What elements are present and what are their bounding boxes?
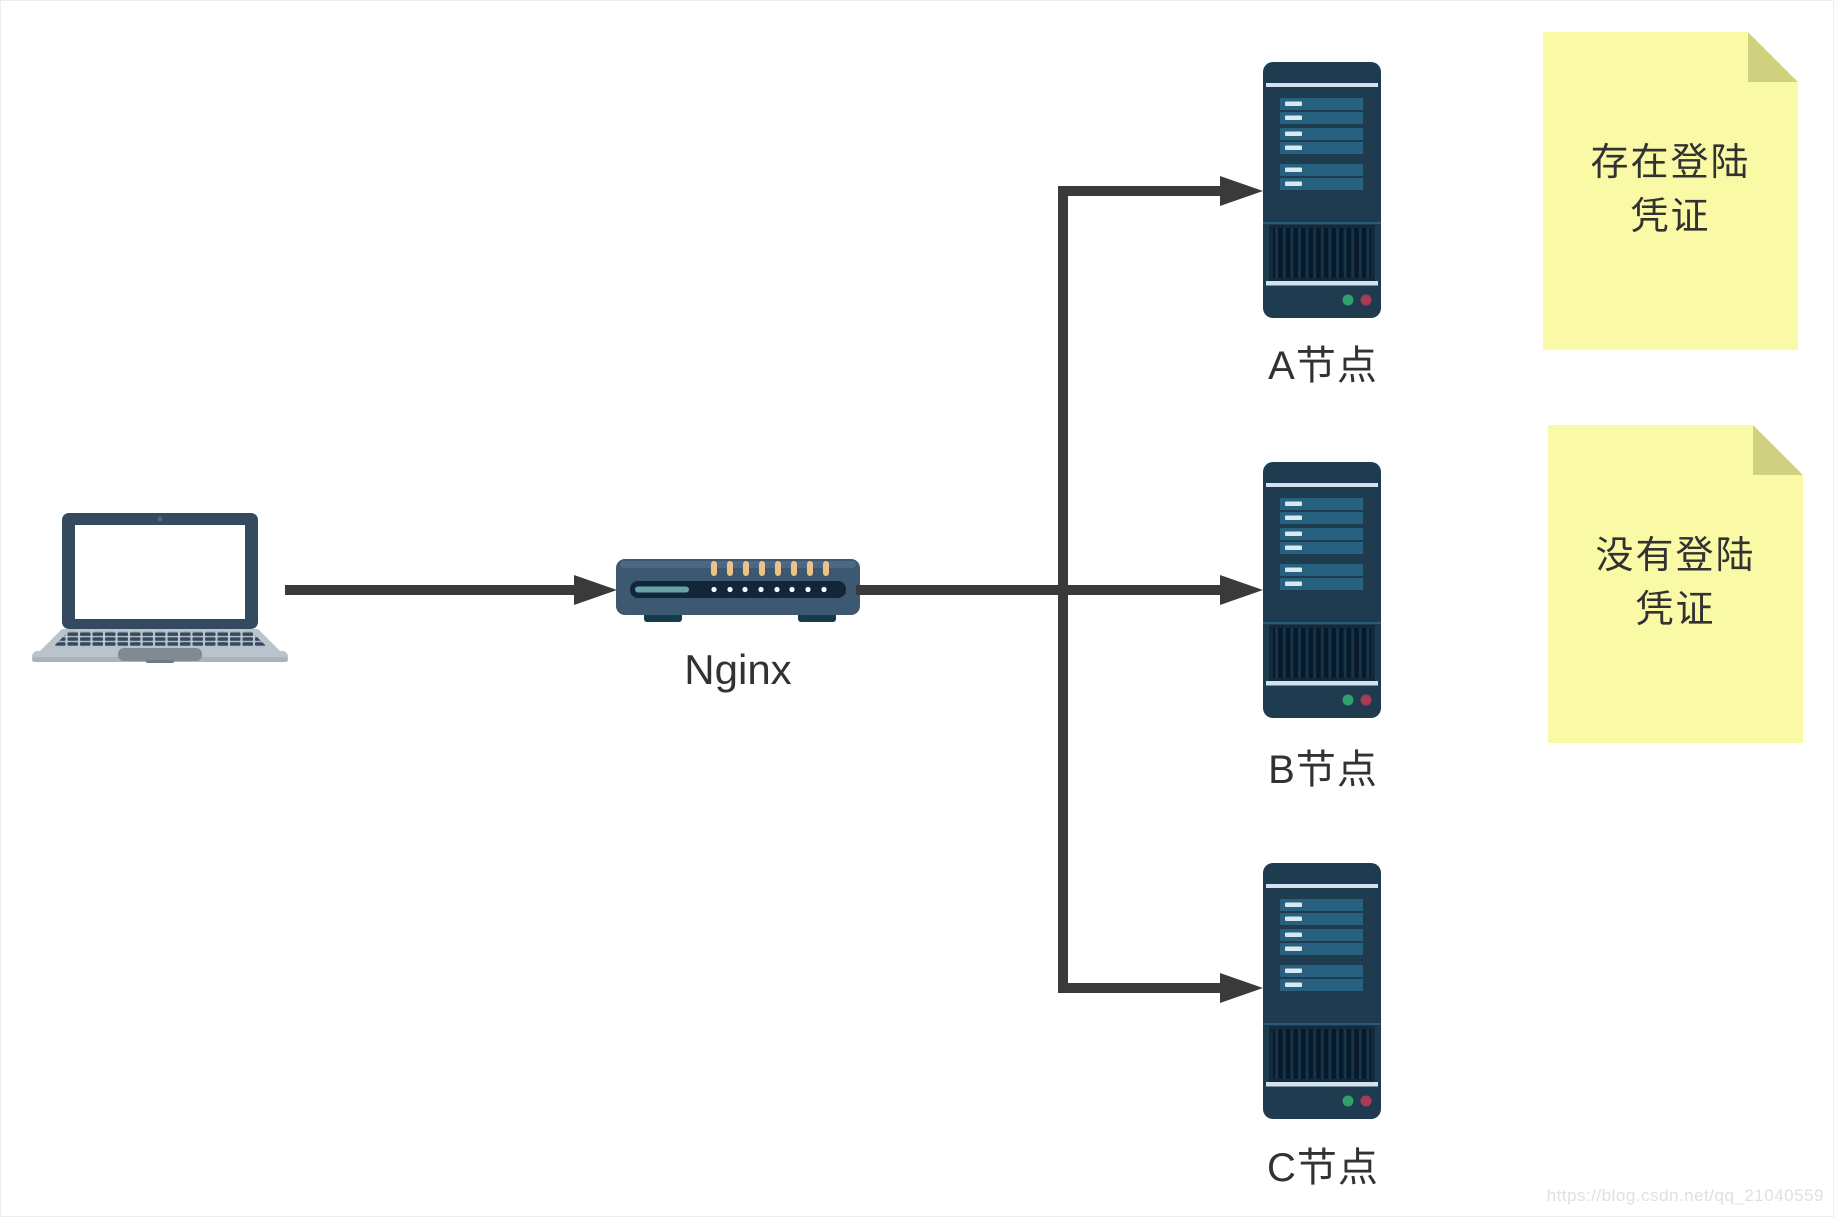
note-line-1: 没有登陆 (1595, 535, 1756, 578)
sticky-note-credentials-present: 存在登陆 凭证 (1543, 32, 1798, 350)
laptop-icon (30, 505, 290, 665)
note-fold-corner (1753, 425, 1803, 475)
sticky-note-no-credentials: 没有登陆 凭证 (1548, 425, 1803, 743)
node-a-label: A节点 (1268, 344, 1378, 388)
note-text: 存在登陆 凭证 (1590, 137, 1750, 245)
note-line-1: 存在登陆 (1590, 142, 1751, 185)
server-b-icon (1263, 462, 1381, 718)
arrowhead-into-node-b (1220, 575, 1263, 605)
arrowhead-into-nginx (574, 575, 617, 605)
connector-nginx-to-node-b (856, 585, 1222, 595)
watermark-url: https://blog.csdn.net/qq_21040559 (1546, 1186, 1824, 1205)
connector-branch-vertical (1058, 186, 1068, 993)
nginx-router-icon (616, 550, 860, 628)
connector-branch-to-node-a (1058, 186, 1222, 196)
note-text: 没有登陆 凭证 (1595, 530, 1755, 638)
node-b-label: B节点 (1268, 748, 1378, 792)
arrowhead-into-node-c (1220, 973, 1263, 1003)
connector-branch-to-node-c (1058, 983, 1222, 993)
note-line-2: 凭证 (1630, 196, 1711, 238)
nginx-label: Nginx (684, 646, 792, 693)
server-c-icon (1263, 863, 1381, 1119)
node-c-label: C节点 (1267, 1146, 1379, 1190)
note-fold-corner (1748, 32, 1798, 82)
server-a-icon (1263, 62, 1381, 318)
note-line-2: 凭证 (1635, 589, 1716, 631)
arrowhead-into-node-a (1220, 176, 1263, 206)
connector-client-to-nginx (285, 585, 574, 595)
